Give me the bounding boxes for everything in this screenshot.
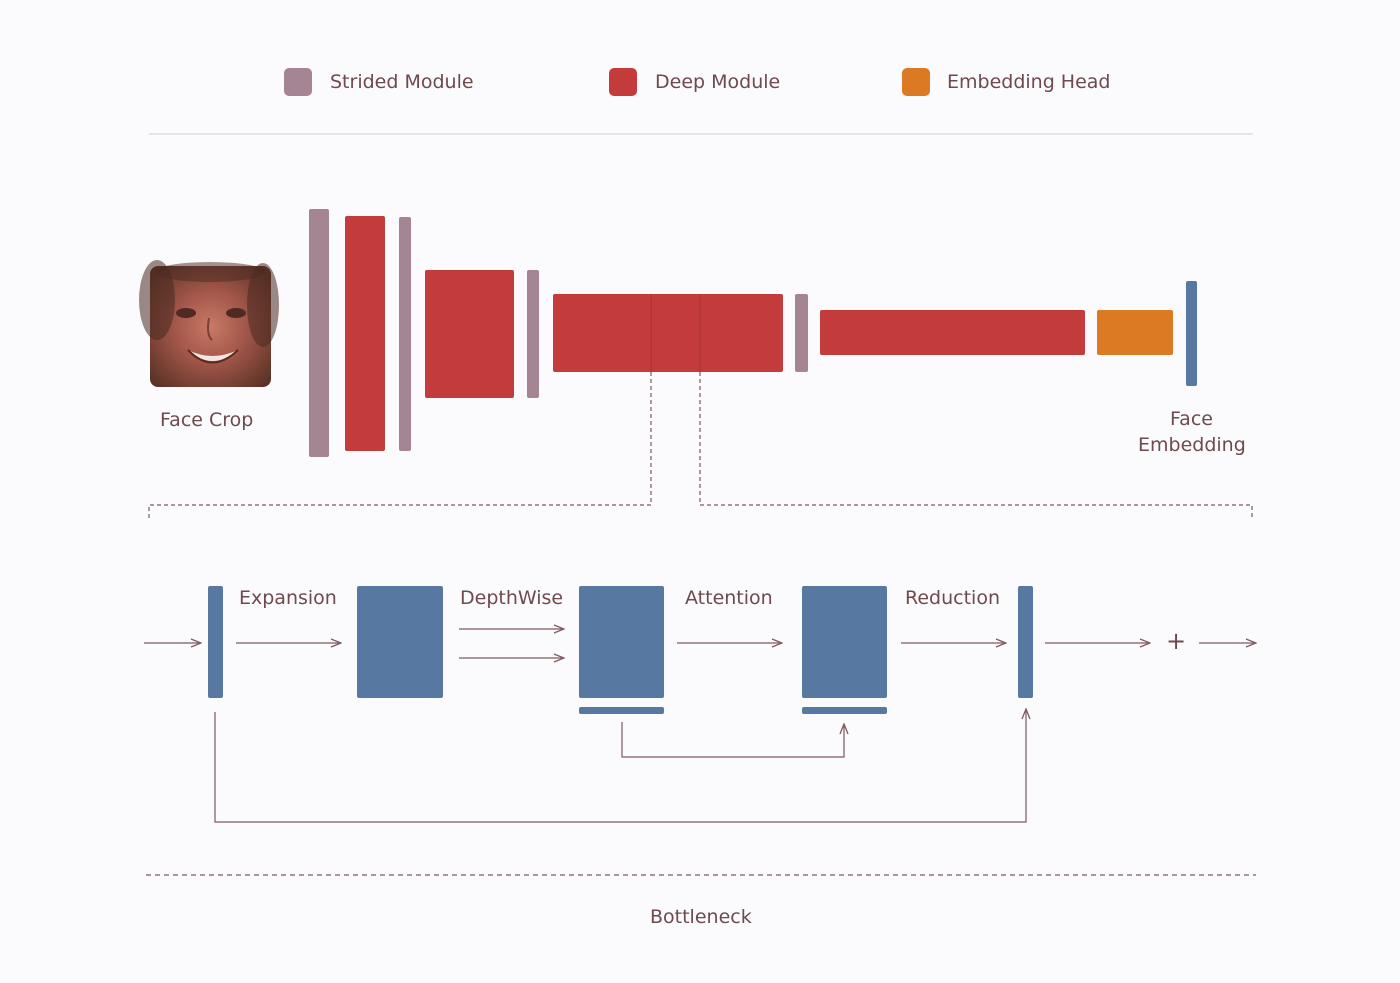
strided-module-3 bbox=[527, 270, 539, 398]
face-embedding-label-line1: Face bbox=[1170, 408, 1213, 430]
depthwise-block bbox=[579, 586, 664, 698]
strided-module-2 bbox=[399, 217, 411, 451]
attention-block bbox=[802, 586, 887, 698]
face-embedding-label-line2: Embedding bbox=[1138, 434, 1246, 456]
attention-gate-connection bbox=[621, 722, 844, 758]
deep-module-3 bbox=[553, 294, 783, 372]
bottleneck-input-vector bbox=[208, 586, 223, 698]
legend-swatch-strided bbox=[284, 68, 312, 96]
expansion-label: Expansion bbox=[239, 587, 337, 609]
attention-label: Attention bbox=[685, 587, 773, 609]
zoom-callout-right bbox=[699, 372, 1253, 520]
expansion-block bbox=[357, 586, 443, 698]
attention-pooled-bar bbox=[802, 707, 887, 714]
strided-module-1 bbox=[309, 209, 329, 457]
legend-swatch-deep bbox=[609, 68, 637, 96]
legend-label-deep: Deep Module bbox=[655, 71, 781, 93]
depthwise-label: DepthWise bbox=[460, 587, 564, 609]
reduction-label: Reduction bbox=[905, 587, 1000, 609]
embedding-head bbox=[1097, 310, 1173, 355]
depthwise-pooled-bar bbox=[579, 707, 664, 714]
deep-module-1 bbox=[345, 216, 385, 451]
bottleneck-title: Bottleneck bbox=[650, 906, 752, 928]
strided-module-4 bbox=[795, 294, 808, 372]
residual-sum-symbol: + bbox=[1166, 627, 1187, 655]
face-crop-image bbox=[139, 260, 279, 387]
reduction-vector bbox=[1018, 586, 1033, 698]
deep-module-4 bbox=[820, 310, 1085, 355]
legend-label-embedding-head: Embedding Head bbox=[947, 71, 1111, 93]
residual-skip-connection bbox=[214, 709, 1026, 823]
deep-module-2 bbox=[425, 270, 514, 398]
legend-label-strided: Strided Module bbox=[330, 71, 474, 93]
legend-swatch-embedding-head bbox=[902, 68, 930, 96]
face-embedding-vector bbox=[1186, 281, 1197, 386]
face-crop-label: Face Crop bbox=[160, 409, 254, 431]
zoom-callout-left bbox=[148, 372, 652, 520]
